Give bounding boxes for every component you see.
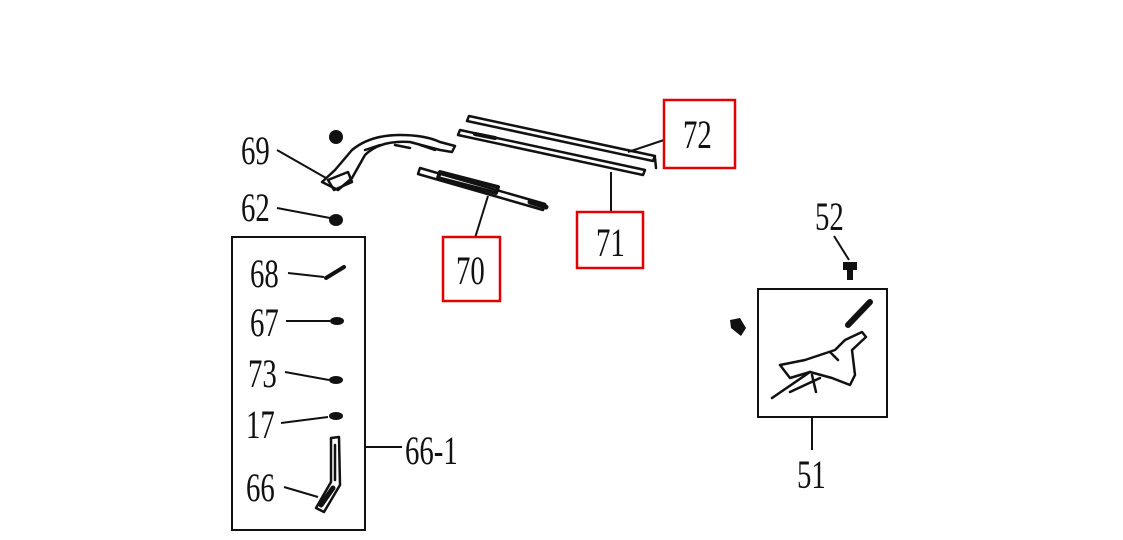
leader-52: [833, 235, 850, 261]
part-73[interactable]: [329, 376, 343, 384]
leader-72: [627, 139, 665, 153]
label-62: 62: [241, 185, 270, 230]
label-71: 71: [596, 220, 625, 265]
label-73: 73: [248, 351, 277, 396]
label-66-1: 66-1: [405, 428, 458, 473]
part-72[interactable]: [465, 114, 658, 170]
part-71[interactable]: [456, 128, 647, 177]
part-66[interactable]: [314, 435, 342, 514]
highlight-box-72: [662, 98, 737, 170]
label-51: 51: [797, 452, 826, 497]
part-52[interactable]: [843, 262, 857, 280]
kit-66-1-box: [231, 236, 366, 531]
label-66: 66: [246, 465, 275, 510]
part-51-box: [757, 288, 888, 418]
leader-69: [276, 149, 327, 179]
part-67[interactable]: [330, 317, 344, 325]
leader-68: [287, 272, 325, 278]
label-68: 68: [250, 251, 279, 296]
highlight-box-71: [575, 210, 645, 270]
leader-66: [283, 486, 319, 498]
label-70: 70: [456, 248, 485, 293]
part-62[interactable]: [329, 214, 343, 226]
part-17[interactable]: [329, 412, 343, 420]
highlight-box-70: [441, 235, 502, 303]
label-17: 17: [246, 402, 275, 447]
leader-73: [284, 371, 330, 381]
leader-17: [280, 416, 329, 424]
screw[interactable]: [730, 318, 746, 336]
leader-62: [276, 207, 331, 219]
leader-70: [474, 195, 489, 239]
part-70[interactable]: [416, 166, 549, 212]
label-52: 52: [815, 194, 844, 239]
label-67: 67: [250, 300, 279, 345]
part-68[interactable]: [324, 265, 346, 280]
part-69[interactable]: [320, 130, 457, 192]
part-51[interactable]: [770, 299, 873, 400]
label-69: 69: [241, 128, 270, 173]
label-72: 72: [683, 112, 712, 157]
